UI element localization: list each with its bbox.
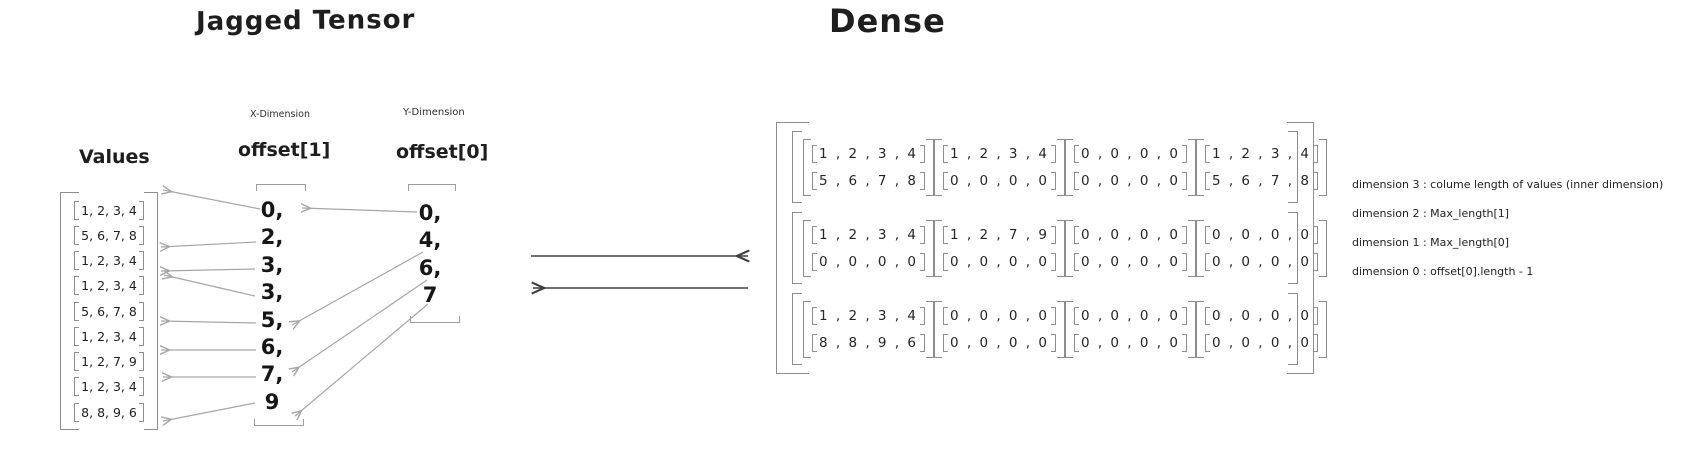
offset0-value: 4,	[418, 228, 442, 253]
dense-row: 1 , 2 , 3 , 4 0 , 0 , 0 , 0 1 , 2 , 7 , …	[792, 212, 1327, 284]
values-outer-bracket-left	[60, 192, 79, 430]
offset0-value: 0,	[418, 201, 442, 225]
values-row: 1, 2, 3, 4	[60, 375, 158, 399]
dense-rows: 1 , 2 , 3 , 4 5 , 6 , 7 , 8 1 , 2 , 3 , …	[792, 131, 1327, 365]
dense-block: 1 , 2 , 3 , 4 0 , 0 , 0 , 0	[933, 138, 1065, 196]
dense-outer-bracket-left	[776, 122, 809, 374]
values-list: 1, 2, 3, 4 5, 6, 7, 8 1, 2, 3, 4 1, 2, 3…	[60, 192, 158, 430]
dense-vector: 1 , 2 , 3 , 4	[812, 144, 925, 163]
offset0-top-bracket	[408, 184, 456, 191]
values-row-text: 1, 2, 3, 4	[74, 326, 144, 346]
dense-row: 1 , 2 , 3 , 4 8 , 8 , 9 , 6 0 , 0 , 0 , …	[792, 293, 1327, 365]
values-row-text: 1, 2, 7, 9	[74, 352, 144, 371]
dense-vector: 0 , 0 , 0 , 0	[1204, 306, 1318, 325]
dense-vector: 1 , 2 , 7 , 9	[942, 225, 1056, 244]
offset1-top-bracket	[256, 184, 306, 191]
values-row-text: 1, 2, 3, 4	[74, 200, 144, 220]
values-row: 1, 2, 3, 4	[60, 198, 158, 222]
values-row-text: 5, 6, 7, 8	[74, 225, 144, 245]
dense-block: 0 , 0 , 0 , 0 0 , 0 , 0 , 0	[1064, 138, 1196, 196]
dense-vector: 0 , 0 , 0 , 0	[1073, 225, 1187, 244]
offset1-value: 9	[264, 389, 280, 414]
dense-vector: 5 , 6 , 7 , 8	[1204, 171, 1318, 190]
dense-block: 1 , 2 , 3 , 4 8 , 8 , 9 , 6	[803, 300, 934, 358]
dimension-3-annotation: dimension 3 : colume length of values (i…	[1352, 178, 1664, 191]
dense-vector: 8 , 8 , 9 , 6	[812, 333, 925, 352]
dense-vector: 0 , 0 , 0 , 0	[1204, 333, 1318, 352]
dense-vector: 0 , 0 , 0 , 0	[1204, 252, 1318, 271]
offset1-value: 3,	[260, 252, 284, 277]
offset1-value: 5,	[260, 307, 284, 332]
offset1-value: 3,	[260, 280, 284, 305]
values-row: 1, 2, 3, 4	[60, 249, 158, 273]
dense-block: 1 , 2 , 3 , 4 0 , 0 , 0 , 0	[803, 219, 934, 277]
dense-block: 0 , 0 , 0 , 0 0 , 0 , 0 , 0	[933, 300, 1065, 358]
values-row: 1, 2, 7, 9	[60, 350, 158, 374]
offset1-value: 2,	[260, 225, 284, 250]
dense-vector: 1 , 2 , 3 , 4	[812, 225, 925, 244]
dense-vector: 0 , 0 , 0 , 0	[942, 333, 1056, 352]
dense-block: 0 , 0 , 0 , 0 0 , 0 , 0 , 0	[1195, 300, 1327, 358]
dense-vector: 0 , 0 , 0 , 0	[1073, 306, 1187, 325]
values-label: Values	[79, 146, 150, 168]
offset0-value: 6,	[418, 255, 442, 280]
y-dimension-label: Y-Dimension	[403, 107, 465, 118]
dense-block: 0 , 0 , 0 , 0 0 , 0 , 0 , 0	[1195, 219, 1327, 277]
values-row-text: 1, 2, 3, 4	[74, 276, 144, 296]
dense-vector: 0 , 0 , 0 , 0	[942, 171, 1056, 190]
values-row-text: 1, 2, 3, 4	[74, 251, 144, 270]
offset0-bottom-bracket	[410, 316, 460, 323]
arrow-offset0-7-to-offset1	[295, 303, 429, 416]
values-outer-bracket-right	[144, 192, 158, 430]
dense-vector: 5 , 6 , 7 , 8	[812, 171, 925, 190]
dense-vector: 0 , 0 , 0 , 0	[1073, 144, 1187, 163]
offset0-label: offset[0]	[396, 141, 489, 163]
dense-block: 0 , 0 , 0 , 0 0 , 0 , 0 , 0	[1064, 300, 1196, 358]
dense-block: 0 , 0 , 0 , 0 0 , 0 , 0 , 0	[1064, 219, 1196, 277]
offset1-label: offset[1]	[238, 139, 331, 161]
offset1-column: 0, 2, 3, 3, 5, 6, 7, 9	[240, 198, 304, 417]
dense-block: 1 , 2 , 7 , 9 0 , 0 , 0 , 0	[933, 219, 1065, 277]
dense-vector: 1 , 2 , 3 , 4	[942, 144, 1056, 163]
values-row: 5, 6, 7, 8	[60, 223, 158, 247]
values-row-text: 1, 2, 3, 4	[74, 377, 144, 397]
dense-title: Dense	[829, 2, 946, 40]
dense-tensor: 1 , 2 , 3 , 4 5 , 6 , 7 , 8 1 , 2 , 3 , …	[776, 122, 1327, 374]
dense-outer-bracket-right	[1287, 122, 1314, 374]
values-row: 1, 2, 3, 4	[60, 324, 158, 348]
dense-vector: 0 , 0 , 0 , 0	[1204, 225, 1318, 244]
offset0-value: 7	[422, 283, 438, 308]
values-row: 5, 6, 7, 8	[60, 299, 158, 323]
offset1-value: 7,	[260, 362, 284, 387]
values-row-text: 8, 8, 9, 6	[74, 402, 144, 422]
x-dimension-label: X-Dimension	[250, 109, 310, 120]
dense-block: 1 , 2 , 3 , 4 5 , 6 , 7 , 8	[1195, 138, 1327, 196]
dense-vector: 0 , 0 , 0 , 0	[1073, 252, 1187, 271]
dimension-2-annotation: dimension 2 : Max_length[1]	[1352, 207, 1510, 220]
dense-block: 1 , 2 , 3 , 4 5 , 6 , 7 , 8	[803, 138, 934, 196]
jagged-tensor-title: Jagged Tensor	[195, 4, 416, 38]
offset1-value: 0,	[260, 198, 284, 222]
dense-vector: 0 , 0 , 0 , 0	[1073, 333, 1187, 352]
values-row-text: 5, 6, 7, 8	[74, 301, 144, 321]
values-row: 8, 8, 9, 6	[60, 400, 158, 424]
dense-vector: 0 , 0 , 0 , 0	[942, 252, 1056, 271]
dense-row: 1 , 2 , 3 , 4 5 , 6 , 7 , 8 1 , 2 , 3 , …	[792, 131, 1327, 203]
dense-vector: 0 , 0 , 0 , 0	[812, 252, 925, 271]
values-row: 1, 2, 3, 4	[60, 274, 158, 298]
offset1-value: 6,	[260, 334, 284, 359]
offset1-bottom-bracket	[254, 419, 304, 426]
dense-vector: 1 , 2 , 3 , 4	[812, 306, 925, 325]
dense-vector: 1 , 2 , 3 , 4	[1204, 144, 1318, 163]
dense-vector: 0 , 0 , 0 , 0	[942, 306, 1056, 325]
dimension-0-annotation: dimension 0 : offset[0].length - 1	[1352, 265, 1534, 278]
dense-vector: 0 , 0 , 0 , 0	[1073, 171, 1187, 190]
dimension-1-annotation: dimension 1 : Max_length[0]	[1352, 236, 1510, 249]
offset0-column: 0, 4, 6, 7	[400, 201, 460, 311]
dimension-annotations: dimension 3 : colume length of values (i…	[1352, 170, 1663, 286]
